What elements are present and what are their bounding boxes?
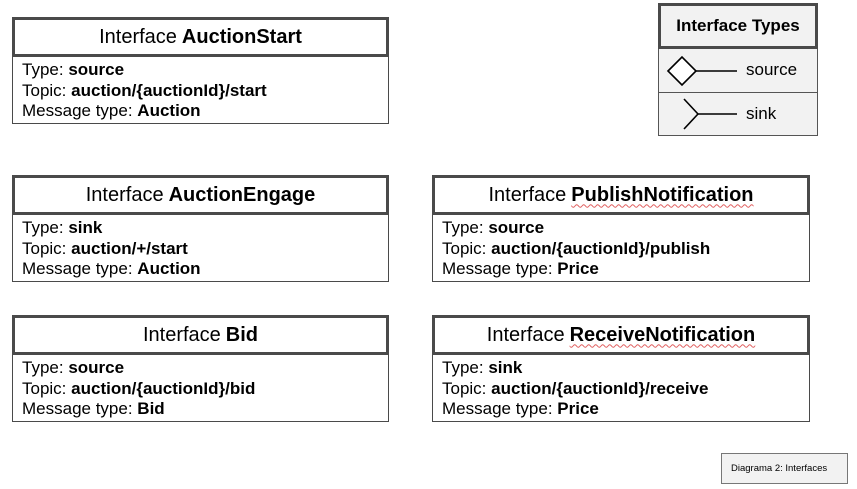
message-label: Message type: — [22, 259, 133, 278]
interface-box-auction-engage: Interface AuctionEngage Type: sink Topic… — [12, 175, 389, 282]
interface-box-receive-notification: Interface ReceiveNotification Type: sink… — [432, 315, 810, 422]
interface-prefix: Interface — [85, 183, 164, 206]
interface-type-row: Type: sink — [442, 358, 809, 379]
message-value: Bid — [137, 399, 165, 418]
message-value: Auction — [137, 259, 201, 278]
topic-value: auction/{auctionId}/start — [71, 80, 267, 100]
type-value: sink — [68, 218, 103, 237]
type-label: Type: — [22, 358, 64, 377]
interface-message-row: Message type: Price — [442, 259, 809, 280]
legend-item-sink: sink — [659, 92, 817, 136]
message-label: Message type: — [22, 101, 133, 120]
topic-label: Topic: — [22, 378, 67, 398]
interface-name: PublishNotification — [571, 183, 754, 206]
interface-box-auction-start: Interface AuctionStart Type: source Topi… — [12, 17, 389, 124]
interface-type-row: Type: source — [22, 358, 388, 379]
type-label: Type: — [442, 218, 484, 237]
legend-label: sink — [746, 104, 777, 123]
interface-message-row: Message type: Price — [442, 399, 809, 420]
interface-header: Interface PublishNotification — [432, 175, 810, 215]
interface-header: Interface AuctionStart — [12, 17, 389, 57]
interface-message-row: Message type: Bid — [22, 399, 388, 420]
interface-message-row: Message type: Auction — [22, 259, 388, 280]
interface-prefix: Interface — [99, 25, 177, 48]
interface-header: Interface ReceiveNotification — [432, 315, 810, 355]
interface-name: ReceiveNotification — [569, 323, 756, 346]
legend-label: source — [746, 60, 798, 79]
topic-value: auction/{auctionId}/publish — [491, 238, 711, 258]
message-label: Message type: — [442, 399, 553, 418]
message-value: Price — [557, 399, 599, 418]
interface-topic-row: Topic: auction/+/start — [22, 239, 388, 260]
message-value: Auction — [137, 101, 201, 120]
type-label: Type: — [442, 358, 484, 377]
topic-value: auction/{auctionId}/receive — [491, 378, 709, 398]
type-label: Type: — [22, 60, 64, 79]
interface-topic-row: Topic: auction/{auctionId}/publish — [442, 239, 809, 260]
interface-types-legend: Interface Types source sink — [658, 3, 818, 136]
interface-header: Interface AuctionEngage — [12, 175, 389, 215]
interface-name: AuctionStart — [181, 25, 302, 48]
type-value: source — [68, 60, 125, 79]
interface-topic-row: Topic: auction/{auctionId}/start — [22, 81, 388, 102]
message-label: Message type: — [442, 259, 553, 278]
interface-topic-row: Topic: auction/{auctionId}/bid — [22, 379, 388, 400]
interface-prefix: Interface — [488, 183, 567, 206]
interface-message-row: Message type: Auction — [22, 101, 388, 122]
interface-type-row: Type: source — [22, 60, 388, 81]
interface-type-row: Type: source — [442, 218, 809, 239]
message-value: Price — [557, 259, 599, 278]
interface-prefix: Interface — [142, 323, 221, 346]
interface-prefix: Interface — [486, 323, 565, 346]
topic-label: Topic: — [442, 378, 487, 398]
message-label: Message type: — [22, 399, 133, 418]
topic-label: Topic: — [442, 238, 487, 258]
fork-sink-icon — [683, 98, 737, 130]
interface-box-publish-notification: Interface PublishNotification Type: sour… — [432, 175, 810, 282]
topic-value: auction/+/start — [71, 238, 188, 258]
topic-value: auction/{auctionId}/bid — [71, 378, 256, 398]
interface-topic-row: Topic: auction/{auctionId}/receive — [442, 379, 809, 400]
interface-name: Bid — [225, 323, 259, 346]
interface-type-row: Type: sink — [22, 218, 388, 239]
type-value: sink — [488, 358, 523, 377]
topic-label: Topic: — [22, 238, 67, 258]
interface-header: Interface Bid — [12, 315, 389, 355]
interface-name: AuctionEngage — [168, 183, 316, 206]
type-label: Type: — [22, 218, 64, 237]
legend-item-source: source — [659, 49, 817, 92]
diamond-source-icon — [666, 55, 737, 87]
type-value: source — [68, 358, 125, 377]
interface-box-bid: Interface Bid Type: source Topic: auctio… — [12, 315, 389, 422]
legend-title: Interface Types — [658, 3, 818, 49]
diagram-caption: Diagrama 2: Interfaces — [721, 453, 848, 484]
topic-label: Topic: — [22, 80, 67, 100]
type-value: source — [488, 218, 545, 237]
